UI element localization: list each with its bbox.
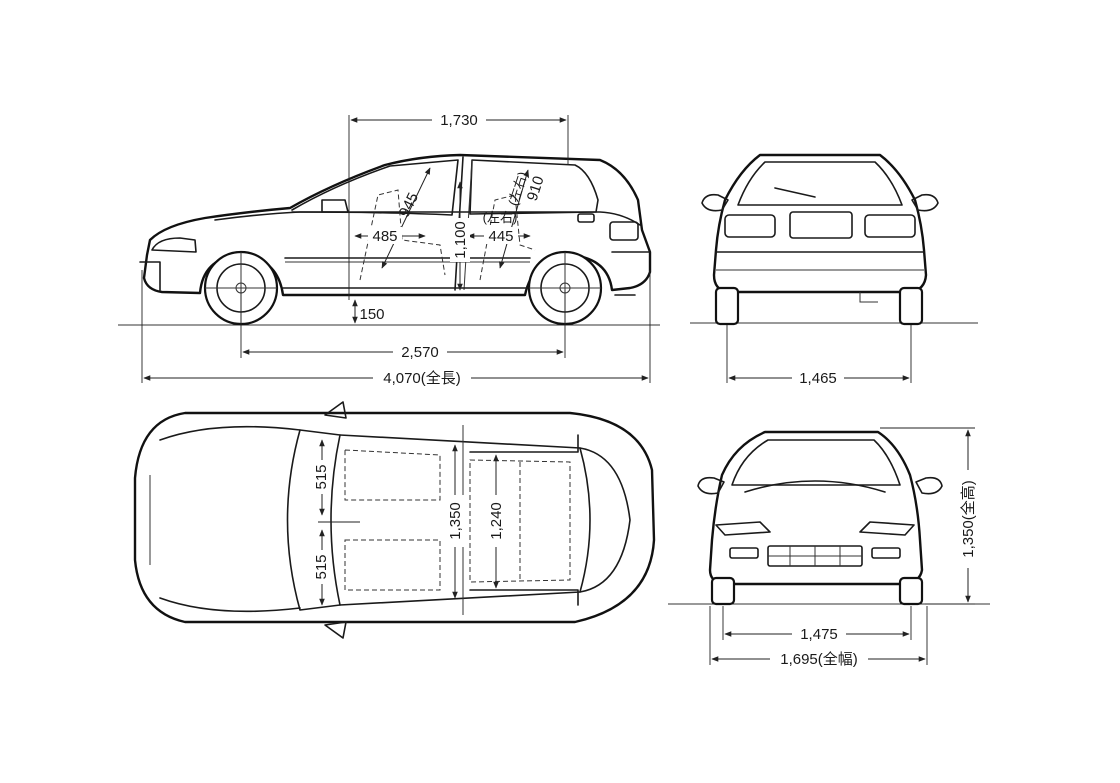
top-rear-seat xyxy=(469,459,571,583)
side-view: 1,730 945 (左右) 910 485 (左右) 445 1,100 15… xyxy=(118,110,660,387)
rear-exhaust xyxy=(859,292,878,303)
front-hood-line xyxy=(744,480,886,493)
dim-overall-width: 1,695(全幅) xyxy=(780,650,858,668)
side-front-bumper xyxy=(139,261,161,291)
rear-left-taillight xyxy=(724,214,776,238)
dim-rear-interior-width: 1,240 xyxy=(488,502,505,540)
side-fuel-door xyxy=(577,213,595,223)
side-rear-wheel xyxy=(527,250,603,326)
rear-view: 1,465 xyxy=(690,153,978,387)
dim-front-shoulder-lower: 515 xyxy=(313,554,330,579)
top-rear-side-lower xyxy=(469,589,579,606)
dim-wheelbase: 2,570 xyxy=(401,344,439,361)
top-body-outline xyxy=(133,411,656,624)
top-right-mirror xyxy=(324,621,347,639)
side-taillight xyxy=(609,221,639,241)
top-front-seat-right xyxy=(344,539,441,591)
front-windshield xyxy=(731,439,901,486)
rear-right-tire xyxy=(898,286,924,326)
rear-right-taillight xyxy=(864,214,916,238)
front-right-mirror xyxy=(915,476,943,495)
top-left-mirror xyxy=(324,401,347,419)
top-rear-side-upper xyxy=(469,434,579,453)
rear-right-mirror xyxy=(911,193,939,212)
rear-body-outline xyxy=(712,153,928,294)
dim-rear-track: 1,465 xyxy=(799,370,837,387)
dim-rear-seat-label: (左右) xyxy=(483,210,518,225)
dim-front-headroom: 945 xyxy=(396,190,422,220)
front-left-foglight xyxy=(729,547,759,559)
rear-license-plate xyxy=(789,211,853,239)
side-mirror xyxy=(321,199,349,213)
front-right-headlight xyxy=(859,521,915,536)
dim-cabin-length: 1,730 xyxy=(440,112,478,129)
front-left-mirror xyxy=(697,476,725,495)
dim-rear-seat-depth: 445 xyxy=(488,228,513,245)
top-view: 515 515 1,350 1,240 xyxy=(133,401,656,639)
dim-front-seat-depth: 485 xyxy=(372,228,397,245)
top-hood-crease-upper xyxy=(159,425,301,441)
dim-front-track: 1,475 xyxy=(800,626,838,643)
front-left-tire xyxy=(710,576,736,606)
side-beltline xyxy=(214,211,641,226)
rear-left-tire xyxy=(714,286,740,326)
top-hood-crease-lower xyxy=(159,597,301,613)
front-view: 1,350(全高) 1,475 1,695(全幅) xyxy=(668,427,990,668)
front-left-headlight xyxy=(715,521,771,536)
dim-overall-height: 1,350(全高) xyxy=(959,480,977,558)
front-right-foglight xyxy=(871,547,901,559)
dim-rear-headroom: 910 xyxy=(524,174,548,203)
dim-interior-height: 1,100 xyxy=(452,221,469,259)
front-body-outline xyxy=(708,430,924,586)
rear-wiper xyxy=(774,187,816,198)
top-roof xyxy=(339,434,591,606)
top-rear-window xyxy=(579,447,631,593)
top-front-seat-left xyxy=(344,449,441,501)
dim-interior-width: 1,350 xyxy=(447,502,464,540)
dim-ground-clearance: 150 xyxy=(359,306,384,323)
dim-front-shoulder-upper: 515 xyxy=(313,464,330,489)
side-headlight xyxy=(151,237,197,253)
front-right-tire xyxy=(898,576,924,606)
side-rear-window xyxy=(469,159,599,215)
rear-window xyxy=(737,161,903,206)
rear-left-mirror xyxy=(701,193,729,212)
dim-overall-length: 4,070(全長) xyxy=(383,369,461,387)
